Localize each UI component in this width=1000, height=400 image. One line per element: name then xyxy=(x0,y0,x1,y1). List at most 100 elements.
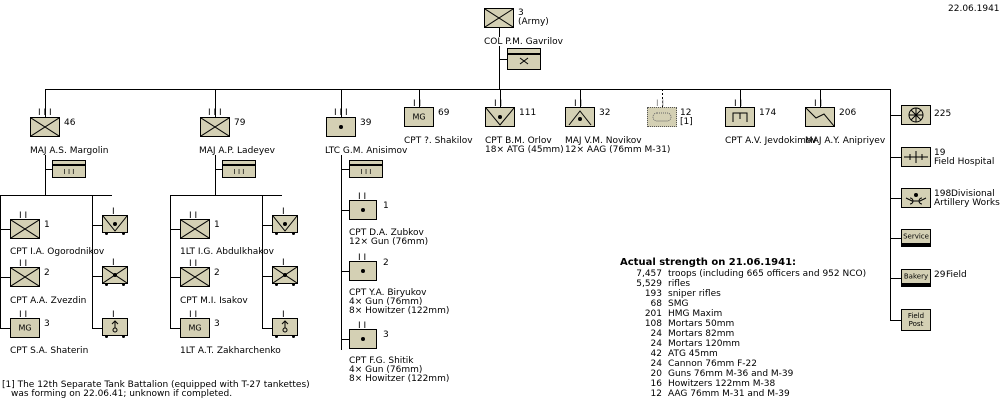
strength-label: Guns 76mm M-36 and M-39 xyxy=(668,369,794,379)
art-battalion-2-number: 2 xyxy=(383,258,389,268)
regiment-46-commander: MAJ A.S. Margolin xyxy=(30,146,109,156)
regiment-46-battalion-1-commander: CPT I.A. Ogorodnikov xyxy=(10,247,105,257)
field-post-symbol: Field Post xyxy=(901,309,931,331)
field-post-label: Field xyxy=(907,312,925,320)
strength-value: 24 xyxy=(650,339,662,349)
battalion-32-commander: MAJ V.M. Novikov xyxy=(565,136,642,146)
battalion-206-commander: MAJ A.Y. Anipriyev xyxy=(805,136,886,146)
battalion-69-commander: CPT ?. Shakilov xyxy=(404,136,473,146)
medical-battalion-225-symbol xyxy=(901,105,931,125)
regiment-46-symbol xyxy=(30,117,60,137)
regiment-46-battalion-2-commander: CPT A.A. Zvezdin xyxy=(10,296,87,306)
strength-value: 7,457 xyxy=(636,269,662,279)
regiment-79-battalion-2-number: 2 xyxy=(214,268,220,278)
battalion-69-symbol: MG xyxy=(404,107,434,127)
bakery-unit-label: Bakery xyxy=(903,272,929,281)
strength-label: SMG xyxy=(668,299,689,309)
medical-battalion-225-number: 225 xyxy=(934,109,952,119)
strength-value: 108 xyxy=(644,319,662,329)
art-battalion-1-number: 1 xyxy=(383,201,389,211)
regiment-46-mortar-company xyxy=(102,318,128,338)
regiment-39-number: 39 xyxy=(360,118,372,128)
regiment-79-battalion-2-symbol xyxy=(180,267,210,287)
art-battalion-3-number: 3 xyxy=(383,330,389,340)
strength-label: troops (including 665 officers and 952 N… xyxy=(668,269,867,279)
service-unit-label: Service xyxy=(903,232,929,241)
army-commander: COL P.M. Gavrilov xyxy=(484,37,563,47)
regiment-79-battalion-1-commander: 1LT I.G. Abdulkhakov xyxy=(180,247,275,257)
army-sub: (Army) xyxy=(518,17,549,27)
art-battalion-3-commander: CPT F.G. Shitik xyxy=(349,356,414,366)
strength-label: Cannon 76mm F-22 xyxy=(668,359,758,369)
regiment-79-artillery-company xyxy=(272,266,298,286)
art-battalion-2-commander: CPT Y.A. Biryukov xyxy=(349,288,427,298)
strength-label: Mortars 120mm xyxy=(668,339,740,349)
strength-value: 24 xyxy=(650,329,662,339)
svg-text:I I I: I I I xyxy=(64,168,75,176)
bakery-unit-sublabel: Field xyxy=(946,270,967,280)
battalion-206-symbol xyxy=(805,107,835,127)
art-battalion-2-equipment2: 8× Howitzer (122mm) xyxy=(349,306,450,316)
strength-label: Howitzers 122mm M-38 xyxy=(668,379,776,389)
field-hospital-19-label: Field Hospital xyxy=(934,157,995,167)
regiment-46-battalion-3-symbol: MG xyxy=(10,318,40,338)
regiment-79-mortar-company xyxy=(272,318,298,338)
strength-value: 201 xyxy=(644,309,662,319)
artillery-workshop-198-number: 198 xyxy=(934,189,952,199)
strength-value: 5,529 xyxy=(636,279,662,289)
bakery-unit-number: 29 xyxy=(934,270,946,280)
regiment-79-atg-company xyxy=(272,215,298,235)
field-hospital-19-number: 19 xyxy=(934,148,946,158)
regiment-39-symbol xyxy=(326,117,356,137)
battalion-12-symbol xyxy=(647,107,677,127)
battalion-174-symbol xyxy=(725,107,755,127)
art-battalion-2-equipment: 4× Gun (76mm) xyxy=(349,297,423,307)
regiment-79-battalion-1-number: 1 xyxy=(214,220,220,230)
strength-label: Mortars 82mm xyxy=(668,329,735,339)
artillery-workshop-198-label: Divisional xyxy=(951,189,995,199)
art-battalion-3-equipment2: 8× Howitzer (122mm) xyxy=(349,374,450,384)
battalion-206-number: 206 xyxy=(839,108,857,118)
regiment-46-artillery-company xyxy=(102,266,128,286)
regiment-46-number: 46 xyxy=(64,118,76,128)
army-number: 3 xyxy=(518,8,524,18)
footnote-line-1: [1] The 12th Separate Tank Battalion (eq… xyxy=(2,380,310,390)
battalion-12-number: 12 xyxy=(680,108,692,118)
artillery-workshop-198-label2: Artillery Workshop xyxy=(934,198,1000,208)
regiment-46-atg-company xyxy=(102,215,128,235)
battalion-174-commander: CPT A.V. Jevdokimov xyxy=(725,136,817,146)
field-hospital-19-symbol xyxy=(901,147,931,167)
battalion-32-symbol xyxy=(565,107,595,127)
strength-value: 193 xyxy=(644,289,662,299)
regiment-79-battalion-3-commander: 1LT A.T. Zakharchenko xyxy=(180,346,281,356)
strength-label: AAG 76mm M-31 and M-39 xyxy=(668,389,790,399)
art-battalion-3-symbol xyxy=(349,329,377,349)
strength-value: 16 xyxy=(650,379,662,389)
regiment-46-battalion-2-symbol xyxy=(10,267,40,287)
regiment-79-battalion-3-symbol: MG xyxy=(180,318,210,338)
battalion-111-commander: CPT B.M. Orlov xyxy=(485,136,552,146)
strength-value: 20 xyxy=(650,369,662,379)
strength-value: 12 xyxy=(650,389,662,399)
battalion-69-number: 69 xyxy=(438,108,450,118)
service-unit-symbol: Service xyxy=(901,229,931,247)
strength-label: ATG 45mm xyxy=(668,349,718,359)
art-battalion-2-symbol xyxy=(349,261,377,281)
regiment-46-battalion-1-number: 1 xyxy=(44,220,50,230)
strength-label: Mortars 50mm xyxy=(668,319,735,329)
battalion-111-number: 111 xyxy=(519,108,537,118)
regiment-79-battalion-1-symbol xyxy=(180,219,210,239)
battalion-32-equipment: 12× AAG (76mm M-31) xyxy=(565,145,671,155)
battalion-111-symbol xyxy=(485,107,515,127)
regiment-79-battalion-3-number: 3 xyxy=(214,319,220,329)
art-battalion-1-equipment: 12× Gun (76mm) xyxy=(349,237,429,247)
regiment-39-commander: LTC G.M. Anisimov xyxy=(325,146,408,156)
army-unit-symbol xyxy=(484,8,514,28)
bakery-unit-symbol: Bakery xyxy=(901,269,931,287)
regiment-46-hq: I I I xyxy=(52,160,86,178)
regiment-79-number: 79 xyxy=(234,118,246,128)
date-label: 22.06.1941 xyxy=(948,4,1000,14)
regiment-79-battalion-2-commander: CPT M.I. Isakov xyxy=(180,296,248,306)
art-battalion-3-equipment: 4× Gun (76mm) xyxy=(349,365,423,375)
